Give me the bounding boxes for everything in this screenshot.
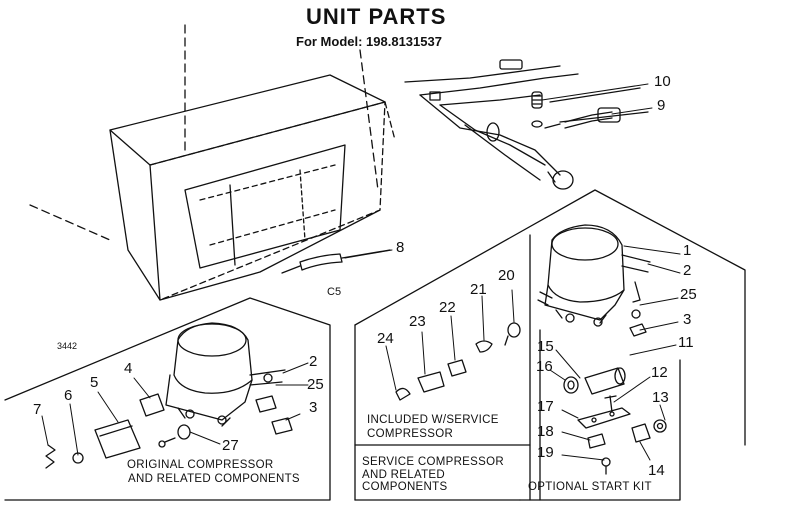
wiring-harness bbox=[404, 59, 649, 190]
callout-service-2: 2 bbox=[683, 262, 692, 279]
model-line: For Model: 198.8131537 bbox=[296, 34, 442, 49]
caption-service-3: COMPONENTS bbox=[362, 481, 448, 493]
callout-19: 19 bbox=[537, 444, 554, 461]
callout-original-3: 3 bbox=[309, 399, 318, 416]
callout-original-27: 27 bbox=[222, 437, 239, 454]
page-title: UNIT PARTS bbox=[306, 4, 447, 29]
caption-service-2: AND RELATED bbox=[362, 469, 445, 481]
callout-service-3: 3 bbox=[683, 311, 692, 328]
included-parts bbox=[395, 322, 521, 401]
callout-21: 21 bbox=[470, 281, 487, 298]
page-code: C5 bbox=[327, 286, 342, 298]
callout-original-5: 5 bbox=[90, 374, 99, 391]
callout-12: 12 bbox=[651, 364, 668, 381]
caption-original-2: AND RELATED COMPONENTS bbox=[128, 473, 300, 485]
callout-8: 8 bbox=[396, 239, 405, 256]
callout-original-25: 25 bbox=[307, 376, 324, 393]
callout-15: 15 bbox=[537, 338, 554, 355]
callout-service-25: 25 bbox=[680, 286, 697, 303]
service-compressor-box bbox=[354, 189, 746, 501]
caption-included-1: INCLUDED W/SERVICE bbox=[367, 414, 499, 426]
caption-service-1: SERVICE COMPRESSOR bbox=[362, 456, 504, 468]
caption-original-1: ORIGINAL COMPRESSOR bbox=[127, 459, 274, 471]
original-compressor-box bbox=[4, 297, 331, 501]
caption-start-kit: OPTIONAL START KIT bbox=[528, 481, 652, 493]
cabinet-outline bbox=[29, 24, 396, 301]
service-compressor bbox=[537, 224, 651, 337]
callout-23: 23 bbox=[409, 313, 426, 330]
leader-lines bbox=[41, 83, 681, 461]
callout-10: 10 bbox=[654, 73, 671, 90]
callout-20: 20 bbox=[498, 267, 515, 284]
callout-14: 14 bbox=[648, 462, 665, 479]
diagram-code: 3442 bbox=[57, 341, 78, 351]
callout-24: 24 bbox=[377, 330, 394, 347]
caption-included-2: COMPRESSOR bbox=[367, 428, 454, 440]
callout-16: 16 bbox=[536, 358, 553, 375]
callout-18: 18 bbox=[537, 423, 554, 440]
callout-original-6: 6 bbox=[64, 387, 73, 404]
callout-17: 17 bbox=[537, 398, 554, 415]
callout-22: 22 bbox=[439, 299, 456, 316]
original-compressor bbox=[45, 322, 293, 469]
callout-9: 9 bbox=[657, 97, 666, 114]
callout-original-4: 4 bbox=[124, 360, 133, 377]
callout-13: 13 bbox=[652, 389, 669, 406]
callout-original-7: 7 bbox=[33, 401, 42, 418]
callout-original-2: 2 bbox=[309, 353, 318, 370]
callout-11: 11 bbox=[678, 334, 694, 351]
start-kit-parts bbox=[563, 367, 667, 475]
callout-service-1: 1 bbox=[683, 242, 692, 259]
